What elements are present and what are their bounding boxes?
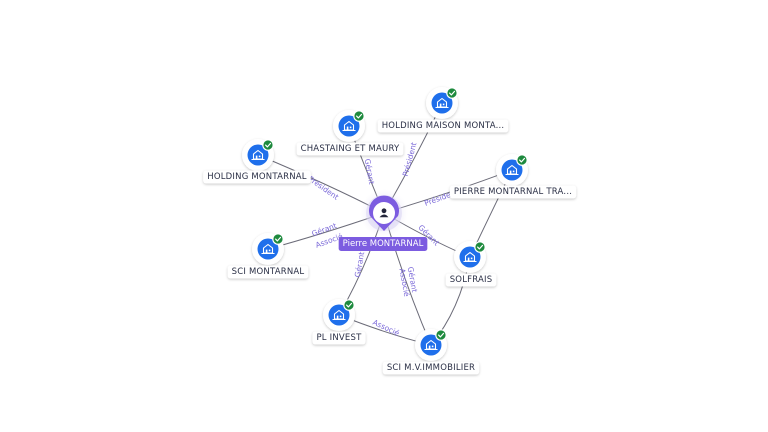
company-name: HOLDING MONTARNAL bbox=[207, 172, 307, 182]
company-node-pierre-montarnal-tra[interactable]: PIERRE MONTARNAL TRA... bbox=[449, 154, 577, 199]
company-label: PL INVEST bbox=[312, 331, 366, 345]
company-building-icon bbox=[342, 120, 356, 131]
person-label: Pierre MONTARNAL bbox=[338, 237, 428, 251]
person-name: Pierre MONTARNAL bbox=[343, 239, 424, 249]
company-label: SOLFRAIS bbox=[445, 273, 497, 287]
company-name: PL INVEST bbox=[316, 333, 362, 343]
company-building-icon bbox=[463, 251, 477, 262]
relation-role-label: Gérant bbox=[363, 158, 376, 185]
company-label: HOLDING MONTARNAL bbox=[203, 170, 311, 184]
company-label: SCI MONTARNAL bbox=[227, 265, 309, 279]
company-label: CHASTAING ET MAURY bbox=[296, 142, 404, 156]
company-node-solfrais[interactable]: SOLFRAIS bbox=[445, 241, 497, 287]
company-node-chastaing[interactable]: CHASTAING ET MAURY bbox=[296, 110, 404, 156]
company-name: SOLFRAIS bbox=[450, 275, 493, 285]
nodes-layer: HOLDING MAISON MONTA... CHASTAING ET MAUR… bbox=[203, 87, 577, 375]
company-building-icon bbox=[261, 243, 275, 254]
relation-role-label: Président bbox=[307, 174, 341, 201]
company-building-icon bbox=[424, 339, 438, 350]
verified-check-icon bbox=[272, 233, 284, 245]
company-node-pl-invest[interactable]: PL INVEST bbox=[312, 299, 366, 345]
verified-check-icon bbox=[435, 329, 447, 341]
company-building-icon bbox=[251, 149, 265, 160]
company-name: SCI MONTARNAL bbox=[232, 267, 305, 277]
company-name: HOLDING MAISON MONTA... bbox=[382, 121, 505, 131]
person-node-center[interactable]: Pierre MONTARNAL bbox=[338, 189, 428, 251]
company-name: CHASTAING ET MAURY bbox=[301, 144, 400, 154]
verified-check-icon bbox=[474, 241, 486, 253]
company-building-icon bbox=[505, 164, 519, 175]
company-node-holding-maison[interactable]: HOLDING MAISON MONTA... bbox=[377, 87, 509, 133]
verified-check-icon bbox=[446, 87, 458, 99]
company-building-icon bbox=[435, 97, 449, 108]
relation-role-label: Gérant bbox=[406, 266, 419, 293]
verified-check-icon bbox=[262, 139, 274, 151]
company-node-sci-mv[interactable]: SCI M.V.IMMOBILIER bbox=[382, 329, 480, 375]
company-building-icon bbox=[332, 309, 346, 320]
verified-check-icon bbox=[516, 154, 528, 166]
person-icon bbox=[379, 208, 389, 218]
relation-role-label: Gérant bbox=[353, 251, 366, 278]
company-node-holding-montarnal[interactable]: HOLDING MONTARNAL bbox=[203, 139, 311, 184]
company-name: SCI M.V.IMMOBILIER bbox=[387, 363, 475, 373]
verified-check-icon bbox=[353, 110, 365, 122]
company-name: PIERRE MONTARNAL TRA... bbox=[454, 187, 572, 197]
company-label: PIERRE MONTARNAL TRA... bbox=[449, 185, 577, 199]
company-label: HOLDING MAISON MONTA... bbox=[377, 119, 509, 133]
company-label: SCI M.V.IMMOBILIER bbox=[382, 361, 480, 375]
relation-role-label: Associé bbox=[371, 318, 401, 338]
verified-check-icon bbox=[343, 299, 355, 311]
company-node-sci-montarnal[interactable]: SCI MONTARNAL bbox=[227, 233, 309, 279]
